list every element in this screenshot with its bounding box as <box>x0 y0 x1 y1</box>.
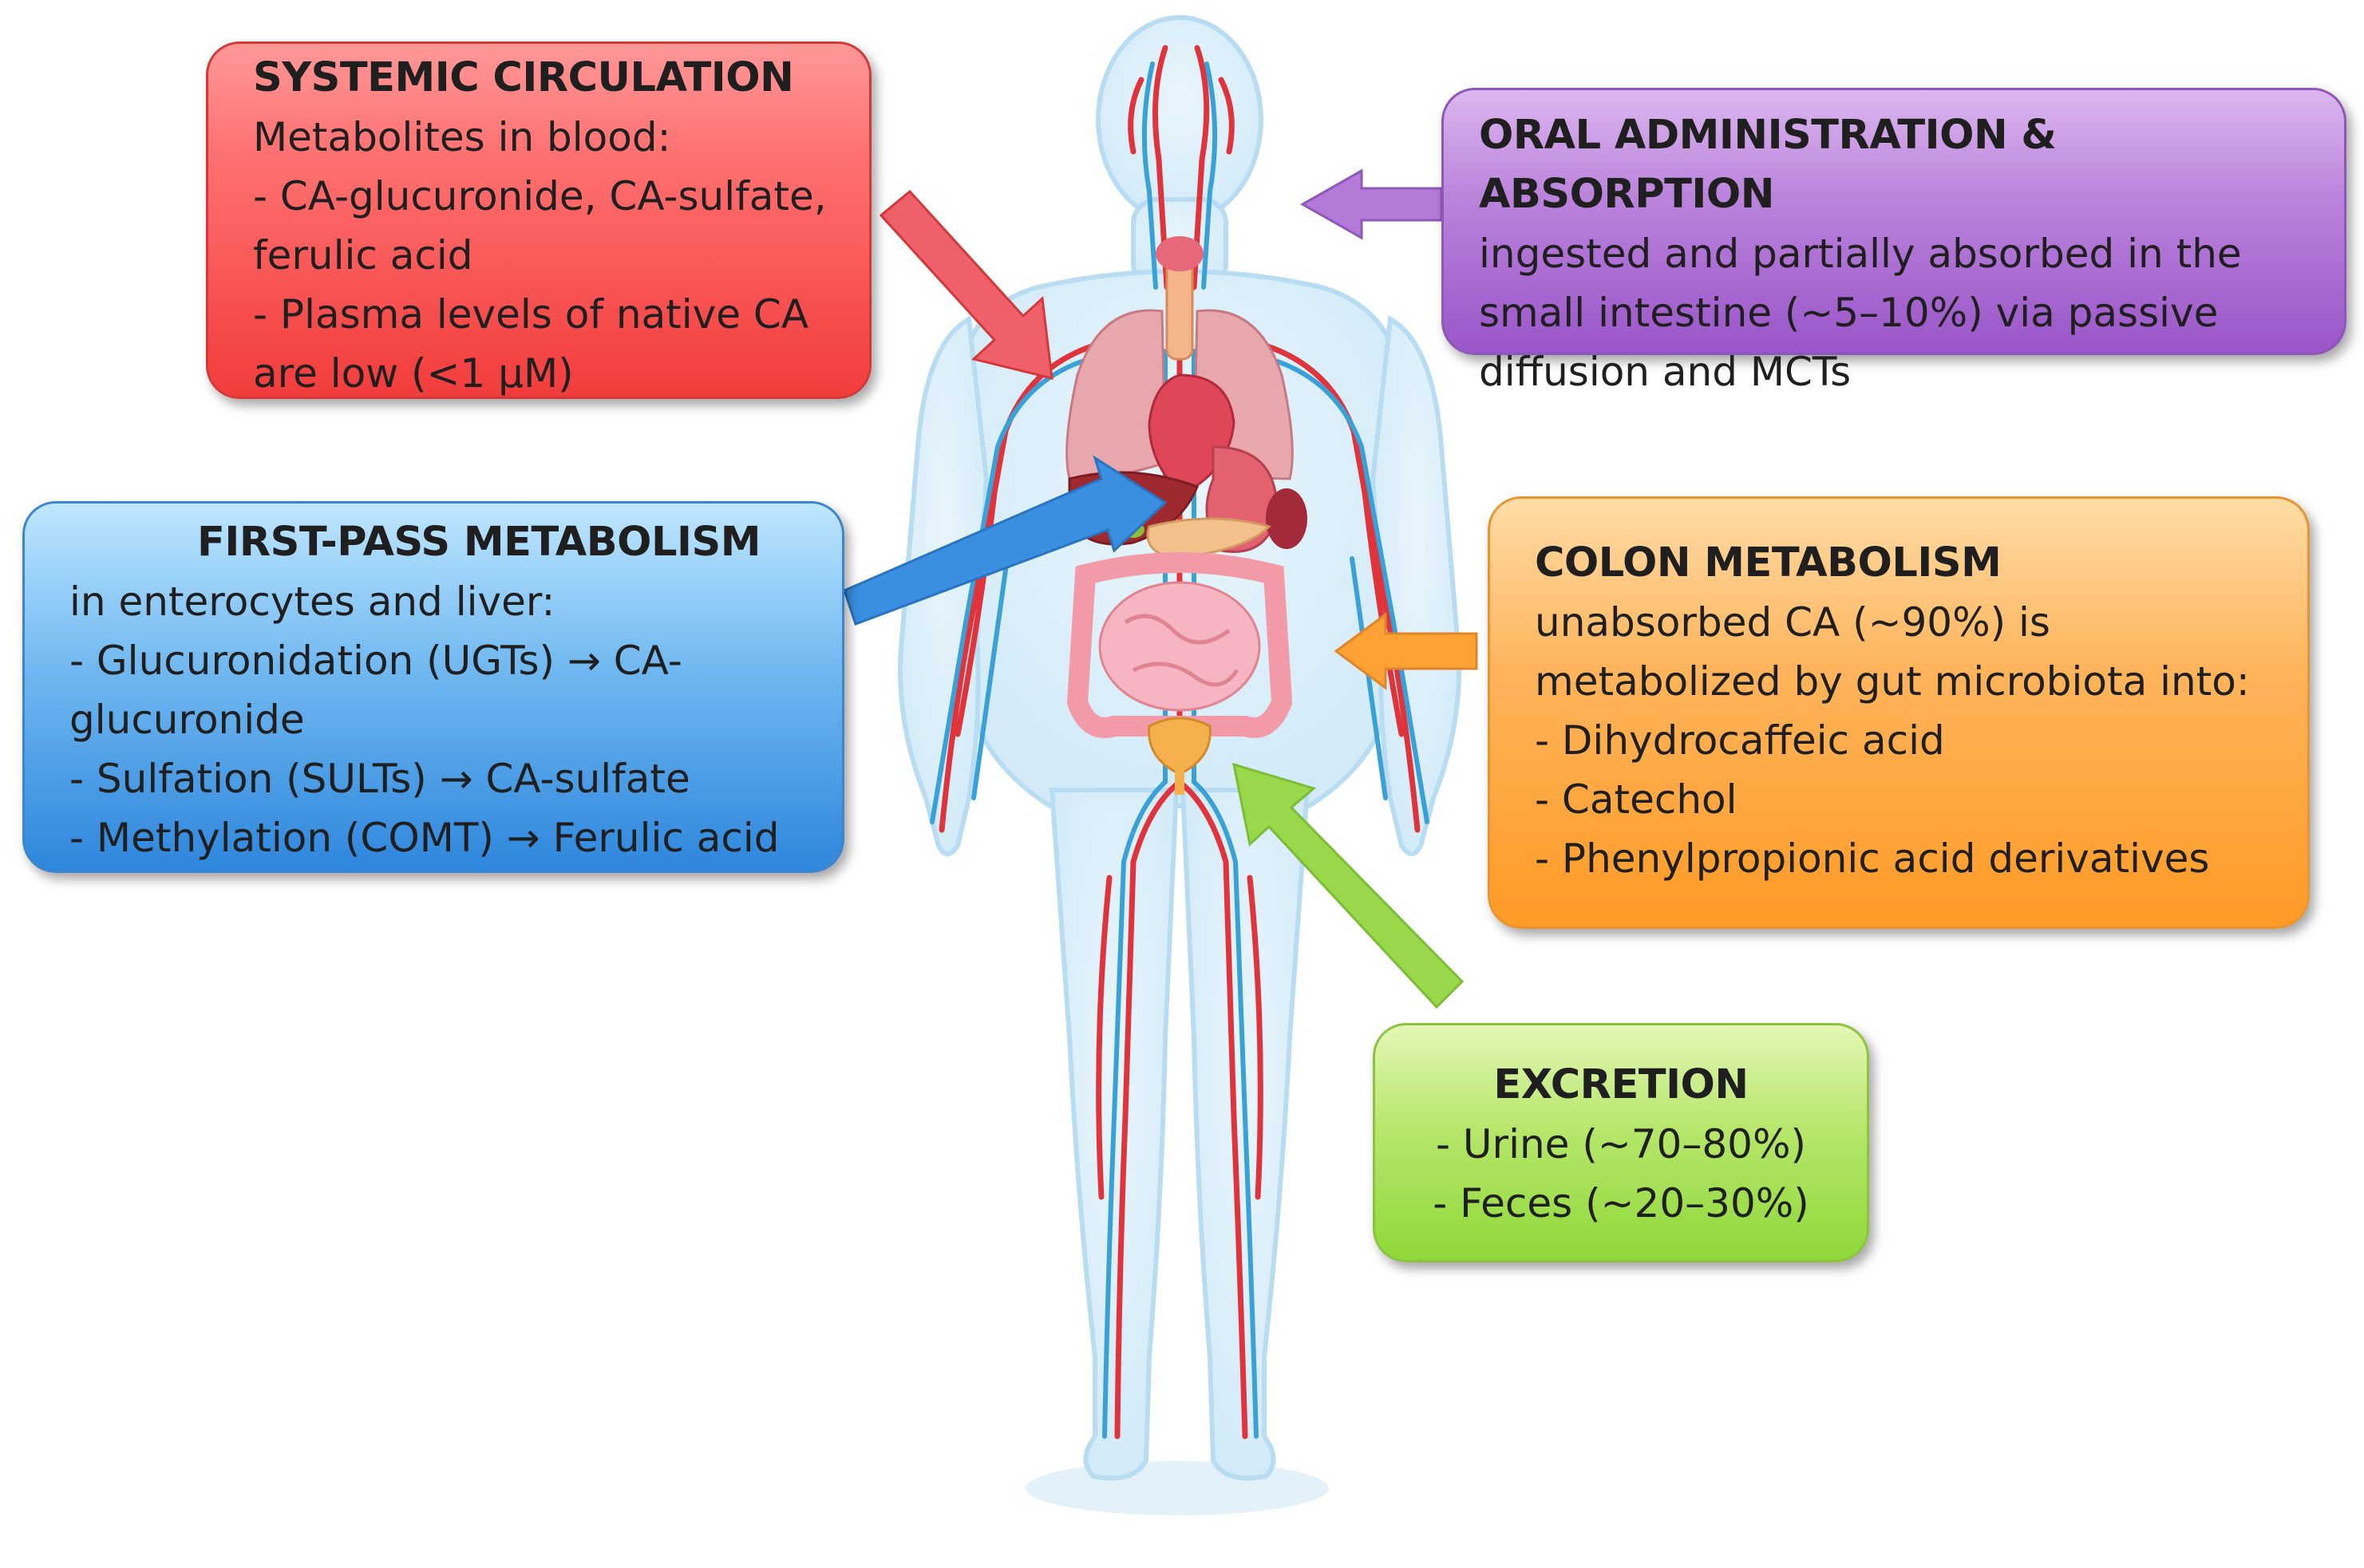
first-pass-metabolism-box: FIRST-PASS METABOLISM in enterocytes and… <box>22 501 844 873</box>
arteries <box>939 45 1421 1440</box>
floor-shadow <box>1026 1461 1329 1515</box>
thyroid <box>1156 236 1204 271</box>
excretion-title: EXCRETION <box>1493 1061 1749 1108</box>
bladder <box>1148 717 1212 776</box>
oral-administration-box: ORAL ADMINISTRATION & ABSORPTION ingeste… <box>1441 88 2346 395</box>
first-pass-metabolism-title: FIRST-PASS METABOLISM <box>197 519 761 566</box>
colon-line: metabolized by gut microbiota into: <box>1535 658 2250 705</box>
colon-line: - Phenylpropionic acid derivatives <box>1535 835 2210 882</box>
systemic-line: are low (<1 µM) <box>253 350 574 397</box>
systemic-line: - Plasma levels of native CA <box>253 291 809 338</box>
colon-line: unabsorbed CA (~90%) is <box>1535 599 2050 646</box>
firstpass-line: - Glucuronidation (UGTs) → CA- <box>69 638 682 684</box>
colon-line: - Dihydrocaffeic acid <box>1535 717 1945 764</box>
systemic-line: - CA-glucuronide, CA-sulfate, <box>253 173 827 219</box>
firstpass-line: glucuronide <box>69 697 305 743</box>
pancreas <box>1146 517 1271 560</box>
colon-metabolism-box: COLON METABOLISM unabsorbed CA (~90%) is… <box>1488 496 2310 929</box>
colon-arrow <box>1334 612 1478 690</box>
firstpass-line: in enterocytes and liver: <box>69 579 555 625</box>
oral-administration-title: ORAL ADMINISTRATION & ABSORPTION <box>1479 112 2057 218</box>
pointer-arrows <box>843 168 1478 1009</box>
excretion-line: - Feces (~20–30%) <box>1433 1180 1809 1226</box>
colon-metabolism-title: COLON METABOLISM <box>1535 539 2002 587</box>
oral-line: ingested and partially absorbed in the <box>1479 231 2242 277</box>
systemic-line: ferulic acid <box>253 232 473 278</box>
firstpass-arrow <box>843 455 1168 626</box>
systemic-circulation-title: SYSTEMIC CIRCULATION <box>253 54 794 101</box>
oral-line: diffusion and MCTs <box>1479 349 1852 395</box>
colon-line: - Catechol <box>1535 776 1737 823</box>
small-intestine <box>1098 581 1261 712</box>
excretion-line: - Urine (~70–80%) <box>1436 1121 1806 1167</box>
firstpass-line: - Methylation (COMT) → Ferulic acid <box>69 815 780 861</box>
excretion-arrow <box>1232 762 1465 1009</box>
systemic-arrow <box>879 189 1054 380</box>
large-intestine <box>1066 552 1293 738</box>
systemic-circulation-box: SYSTEMIC CIRCULATION Metabolites in bloo… <box>206 41 872 399</box>
oral-arrow <box>1299 168 1443 240</box>
firstpass-line: - Sulfation (SULTs) → CA-sulfate <box>69 756 690 802</box>
organs <box>1065 236 1307 795</box>
excretion-box: EXCRETION - Urine (~70–80%) - Feces (~20… <box>1373 1023 1869 1262</box>
oral-line: small intestine (~5–10%) via passive <box>1479 290 2219 336</box>
systemic-line: Metabolites in blood: <box>253 114 671 160</box>
spleen <box>1266 488 1307 549</box>
